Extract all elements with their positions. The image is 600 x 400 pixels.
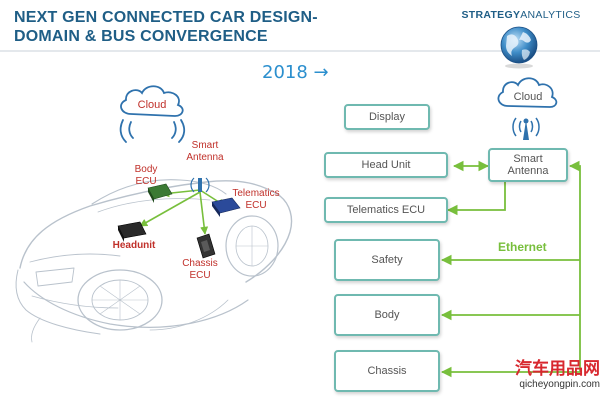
safety-label: Safety (371, 254, 403, 266)
body-ecu-module-icon (147, 183, 173, 203)
telematics-ecu-module-icon (211, 197, 241, 217)
header-divider (0, 50, 600, 52)
car-antenna-icon (190, 177, 210, 193)
chassis-ecu-module-icon (196, 233, 216, 259)
car-cloud-label: Cloud (138, 99, 167, 111)
chassis-ecu-text: Chassis ECU (182, 258, 218, 281)
smart-antenna-text: Smart Antenna (186, 140, 224, 163)
year-text: 2018 (262, 62, 308, 83)
body-ecu-text: Body ECU (134, 164, 158, 187)
watermark-chinese-text: 汽车用品网 (515, 359, 600, 379)
telematics-ecu-text: Telematics ECU (232, 188, 280, 211)
right-antenna-icon (512, 117, 540, 140)
smart-antenna-box-label: Smart Antenna (507, 153, 549, 177)
cloud-icon (120, 85, 184, 117)
arrow-right-icon: → (313, 62, 329, 83)
chassis-label: Chassis (367, 365, 407, 377)
watermark: 汽车用品网 qicheyongpin.com (482, 354, 600, 390)
head-unit-box: Head Unit (324, 152, 448, 178)
safety-box: Safety (334, 239, 440, 281)
smart-antenna-box: Smart Antenna (488, 148, 568, 182)
headunit-text: Headunit (112, 240, 156, 251)
telematics-ecu-label: Telematics ECU (228, 188, 284, 212)
title-line-2: DOMAIN & BUS CONVERGENCE (14, 28, 268, 45)
ethernet-connectors (440, 160, 581, 378)
head-unit-label: Head Unit (361, 159, 411, 171)
watermark-url: qicheyongpin.com (519, 379, 600, 390)
arch-cloud-label: Cloud (514, 91, 543, 103)
right-cloud-icon (497, 77, 558, 108)
telematics-ecu-box: Telematics ECU (324, 197, 448, 223)
chassis-box: Chassis (334, 350, 440, 392)
brand-logo-text: STRATEGYANALYTICS (446, 9, 596, 21)
slide-title: NEXT GEN CONNECTED CAR DESIGN- DOMAIN & … (14, 8, 344, 46)
body-box: Body (334, 294, 440, 336)
headunit-module-icon (117, 221, 147, 242)
chassis-ecu-label: Chassis ECU (178, 258, 222, 282)
telematics-ecu-box-label: Telematics ECU (346, 204, 426, 216)
body-label: Body (374, 309, 400, 321)
ethernet-label: Ethernet (498, 240, 547, 254)
smart-antenna-label: Smart Antenna (180, 140, 230, 164)
brand-part-1: STRATEGY (461, 9, 521, 21)
wireless-signal-icon (119, 119, 186, 143)
year-label: 2018 → (262, 62, 329, 83)
title-line-1: NEXT GEN CONNECTED CAR DESIGN- (14, 9, 318, 26)
display-label: Display (368, 111, 406, 123)
car-sketch (15, 179, 293, 343)
globe-icon (500, 26, 538, 69)
body-ecu-label: Body ECU (126, 164, 166, 188)
brand-part-2: ANALYTICS (520, 9, 581, 21)
display-box: Display (344, 104, 430, 130)
headunit-label: Headunit (108, 240, 160, 252)
